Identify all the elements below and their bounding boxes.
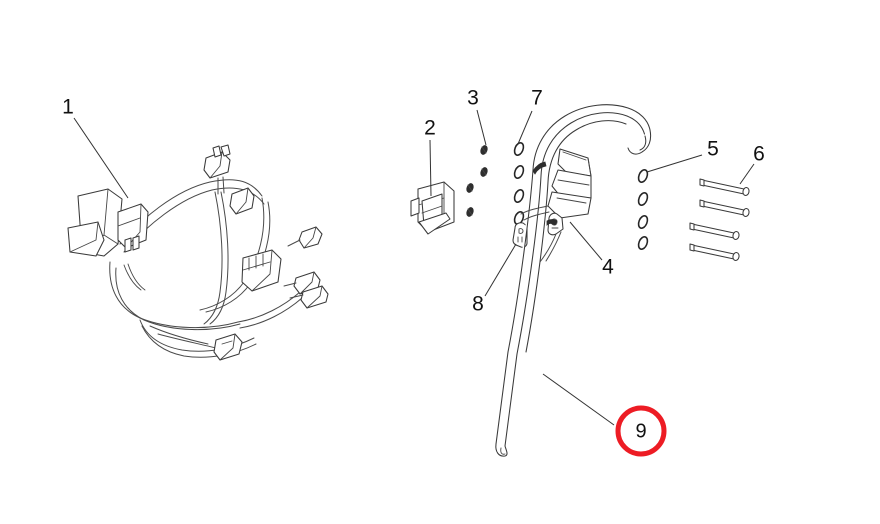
leader-7 xyxy=(517,110,533,145)
leader-2 xyxy=(429,139,432,197)
highlighted-callout-9[interactable]: 9 xyxy=(615,405,667,457)
callout-label-2: 2 xyxy=(424,117,436,140)
part-7-washers xyxy=(513,141,525,226)
part-6-long-screws xyxy=(689,178,750,261)
highlight-circle-9 xyxy=(615,405,667,457)
leader-4 xyxy=(569,221,603,261)
long-screw xyxy=(689,243,740,261)
part-1-wiring-harness xyxy=(67,144,329,361)
callout-label-7: 7 xyxy=(531,87,543,110)
leader-1 xyxy=(73,117,129,199)
leader-6 xyxy=(739,163,755,185)
callout-label-9: 9 xyxy=(635,420,646,442)
part-4-switch-assembly xyxy=(520,148,592,263)
callout-label-5: 5 xyxy=(707,138,719,161)
long-screw xyxy=(699,199,750,217)
callout-label-8: 8 xyxy=(472,293,484,316)
long-screw xyxy=(689,222,740,240)
callout-label-3: 3 xyxy=(467,87,479,110)
callout-label-4: 4 xyxy=(602,256,614,279)
callout-label-1: 1 xyxy=(62,96,74,119)
leader-9 xyxy=(542,373,615,426)
leader-5 xyxy=(646,154,703,173)
callout-label-6: 6 xyxy=(753,143,765,166)
leader-8 xyxy=(484,243,517,297)
part-5-grommets xyxy=(637,168,649,251)
callout-leader-lines xyxy=(73,109,755,426)
part-2-connector-block xyxy=(410,181,455,235)
part-9-handlebar-tube xyxy=(495,104,652,457)
long-screw xyxy=(699,178,750,196)
leader-3 xyxy=(476,109,487,146)
part-3-small-screws xyxy=(466,145,488,217)
callout-labels: 1 2 3 4 5 6 7 8 xyxy=(62,87,765,316)
